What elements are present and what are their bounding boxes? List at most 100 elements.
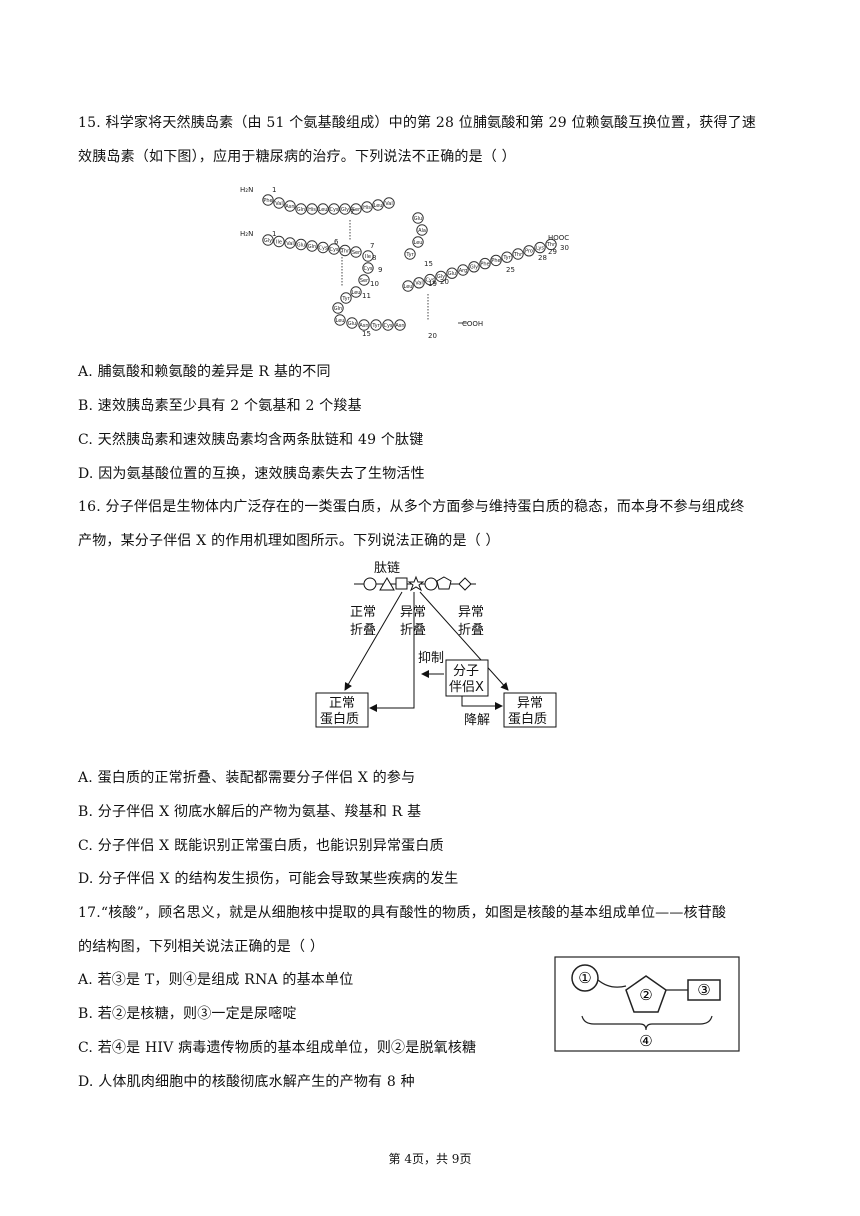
q17-option-b: B. 若②是核糖，则③一定是尿嘧啶 bbox=[78, 1006, 297, 1022]
normal-protein-box bbox=[315, 692, 369, 728]
amino-acid-label: Tyr bbox=[405, 252, 414, 258]
res-num-20a: 20 bbox=[440, 278, 449, 286]
amino-acid-label: Cys bbox=[329, 247, 338, 253]
amino-acid-label: Tyr bbox=[341, 296, 350, 302]
normal-fold-arrow bbox=[344, 591, 403, 691]
chaperone-label-1: 分子 bbox=[453, 664, 479, 679]
amino-acid-bead bbox=[468, 261, 480, 273]
normal-fold-label-2: 折叠 bbox=[350, 623, 376, 638]
nucleotide-brace bbox=[581, 1015, 713, 1031]
amino-acid-label: Asn bbox=[395, 323, 404, 329]
amino-acid-label: Thr bbox=[546, 242, 556, 248]
normal-protein-label-2: 蛋白质 bbox=[320, 711, 359, 727]
amino-acid-label: Glu bbox=[448, 271, 456, 277]
abnormal-fold-label-a1: 异常 bbox=[400, 605, 426, 620]
h2n-label-a: H₂N bbox=[240, 186, 253, 194]
amino-acid-bead bbox=[358, 274, 370, 286]
rescue-arrow bbox=[369, 592, 415, 712]
h2n-label-b: H₂N bbox=[240, 230, 253, 238]
base-box bbox=[687, 979, 721, 1001]
amino-acid-bead bbox=[416, 224, 428, 236]
q15-option-b: B. 速效胰岛素至少具有 2 个氨基和 2 个羧基 bbox=[78, 398, 362, 414]
amino-acid-bead bbox=[446, 267, 458, 279]
amino-acid-label: Cys bbox=[329, 207, 338, 213]
q15-option-d: D. 因为氨基酸位置的互换，速效胰岛素失去了生物活性 bbox=[78, 466, 425, 482]
q16-stem-line1: 16. 分子伴侣是生物体内广泛存在的一类蛋白质，从多个方面参与维持蛋白质的稳态，… bbox=[78, 499, 745, 515]
nucleotide-structure-diagram: ① ② ③ ④ bbox=[554, 956, 740, 1052]
amino-acid-bead bbox=[350, 286, 362, 298]
amino-acid-bead bbox=[295, 238, 307, 251]
amino-acid-bead bbox=[346, 317, 358, 329]
amino-acid-label: Phe bbox=[263, 198, 272, 204]
chaperone-box bbox=[445, 659, 489, 697]
degrade-arrow bbox=[461, 696, 503, 710]
res-num-1b: 1 bbox=[272, 230, 276, 238]
amino-acid-bead bbox=[339, 203, 351, 215]
q16-option-c: C. 分子伴侣 X 既能识别正常蛋白质，也能识别异常蛋白质 bbox=[78, 838, 444, 854]
amino-acid-label: Ile bbox=[276, 239, 282, 245]
res-num-15a: 15 bbox=[424, 260, 433, 268]
res-num-10: 10 bbox=[370, 280, 379, 288]
q15-option-c: C. 天然胰岛素和速效胰岛素均含两条肽链和 49 个肽键 bbox=[78, 432, 424, 448]
amino-acid-label: Glu bbox=[297, 242, 305, 248]
amino-acid-bead bbox=[306, 240, 318, 252]
amino-acid-bead bbox=[534, 241, 546, 254]
amino-acid-label: Lys bbox=[536, 245, 544, 251]
amino-acid-bead bbox=[382, 319, 394, 331]
amino-acid-bead bbox=[339, 244, 351, 257]
chaperone-label-2: 伴侣X bbox=[449, 680, 484, 695]
amino-acid-bead bbox=[273, 197, 285, 209]
amino-acid-bead bbox=[412, 212, 424, 224]
cooh-label: COOH bbox=[462, 320, 483, 328]
label-c3: ③ bbox=[697, 981, 710, 999]
q16-option-a: A. 蛋白质的正常折叠、装配都需要分子伴侣 X 的参与 bbox=[78, 770, 416, 786]
inhibit-label: 抑制 bbox=[418, 651, 444, 666]
amino-acid-bead bbox=[361, 201, 373, 213]
amino-acid-label: Cys bbox=[425, 277, 434, 283]
amino-acid-label: Ser bbox=[352, 250, 361, 256]
res-num-9: 9 bbox=[378, 266, 382, 274]
amino-acid-label: Cys bbox=[363, 266, 372, 272]
amino-acid-bead bbox=[412, 236, 424, 248]
amino-acid-bead bbox=[457, 264, 469, 276]
amino-acid-label: Leu bbox=[352, 290, 361, 296]
normal-fold-label-1: 正常 bbox=[350, 605, 376, 620]
amino-acid-label: Gly bbox=[470, 265, 478, 271]
q17-stem-line1: 17.“核酸”，顾名思义，就是从细胞核中提取的具有酸性的物质，如图是核酸的基本组… bbox=[78, 905, 727, 921]
amino-acid-bead bbox=[404, 248, 416, 260]
amino-acid-bead bbox=[350, 246, 362, 258]
q15-stem-line2: 效胰岛素（如下图），应用于糖尿病的治疗。下列说法不正确的是（ ） bbox=[78, 149, 516, 165]
amino-acid-label: Gly bbox=[341, 207, 349, 213]
amino-acid-bead bbox=[501, 251, 513, 263]
amino-acid-bead bbox=[383, 197, 395, 209]
q16-stem-line2: 产物，某分子伴侣 X 的作用机理如图所示。下列说法正确的是（ ） bbox=[78, 533, 500, 549]
amino-acid-label: Gln bbox=[297, 207, 305, 213]
res-num-19: 19 bbox=[428, 280, 437, 288]
res-num-25: 25 bbox=[506, 266, 515, 274]
abnormal-fold-arrow bbox=[419, 591, 509, 691]
hooc-label: HOOC bbox=[548, 234, 569, 242]
amino-acid-label: Thr bbox=[340, 248, 350, 254]
phosphate-circle bbox=[571, 964, 599, 992]
res-num-7a: 7 bbox=[350, 208, 354, 216]
amino-acid-label: Gly bbox=[437, 274, 445, 280]
amino-acid-label: Thr bbox=[513, 252, 523, 258]
page-footer: 第 4页，共 9页 bbox=[388, 1152, 472, 1166]
amino-acid-label: His bbox=[308, 207, 316, 213]
amino-acid-label: Leu bbox=[374, 203, 383, 209]
amino-acid-label: His bbox=[363, 205, 371, 211]
amino-acid-label: Arg bbox=[459, 268, 468, 274]
amino-acid-label: Phe bbox=[491, 258, 500, 264]
amino-acid-label: Cys bbox=[383, 323, 392, 329]
amino-acid-label: Gly bbox=[264, 238, 272, 244]
abnormal-protein-box bbox=[503, 692, 557, 728]
label-c4: ④ bbox=[639, 1032, 652, 1050]
res-num-11: 11 bbox=[362, 292, 371, 300]
phosphate-bond bbox=[597, 979, 627, 988]
res-num-20b: 20 bbox=[428, 332, 437, 340]
amino-acid-label: Tyr bbox=[371, 323, 380, 329]
label-c1: ① bbox=[578, 969, 591, 987]
